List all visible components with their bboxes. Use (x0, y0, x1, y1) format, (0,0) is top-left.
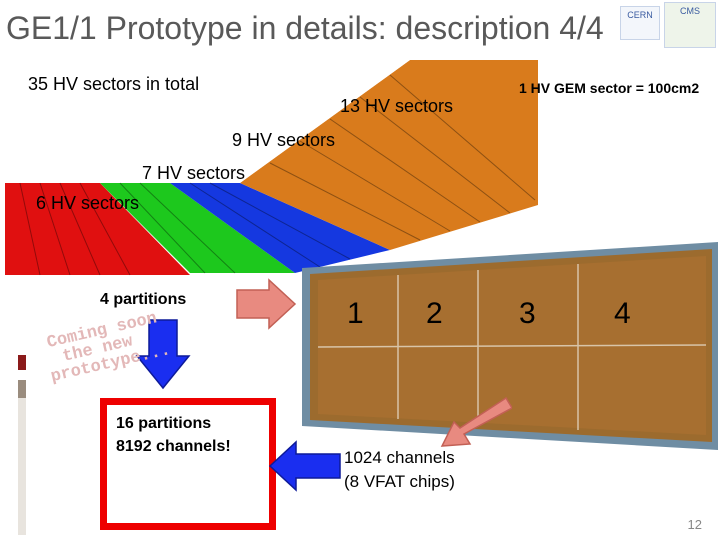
total-hv-label: 35 HV sectors in total (28, 74, 200, 94)
slide-title: GE1/1 Prototype in details: description … (6, 10, 604, 46)
diagonal-arrow-icon (440, 396, 512, 447)
hv-sectors-image (0, 55, 545, 280)
hv-9-label: 9 HV sectors (232, 130, 336, 150)
right-arrow-icon (236, 278, 297, 330)
cms-logo: CMS (664, 2, 716, 48)
red-hv-region (5, 183, 190, 275)
cern-logo: CERN (620, 6, 660, 40)
partition-dividers (317, 264, 707, 430)
vfat-label: (8 VFAT chips) (344, 472, 455, 491)
page-number: 12 (687, 517, 702, 532)
side-color-bar (18, 355, 26, 535)
partition-number-1: 1 (347, 297, 364, 330)
new-partitions-label: 16 partitions (116, 415, 212, 432)
partition-number-4: 4 (614, 297, 631, 330)
green-hv-region (100, 183, 295, 273)
left-arrow-icon (268, 440, 341, 492)
partitions-label: 4 partitions (100, 291, 187, 308)
channels-label: 1024 channels (344, 448, 455, 467)
hv-7-label: 7 HV sectors (142, 163, 246, 183)
orange-hv-region (240, 60, 538, 250)
hv-13-label: 13 HV sectors (340, 96, 454, 116)
blue-hv-region (170, 183, 390, 273)
chamber-readout (302, 242, 718, 450)
hv-6-label: 6 HV sectors (36, 193, 140, 213)
partition-number-2: 2 (426, 297, 443, 330)
cern-logo-text: CERN (627, 10, 653, 20)
gem-sector-label: 1 HV GEM sector = 100cm2 (519, 80, 700, 96)
cms-logo-text: CMS (680, 6, 700, 16)
down-arrow-icon (135, 319, 191, 390)
partition-number-3: 3 (519, 297, 536, 330)
new-channels-label: 8192 channels! (116, 438, 231, 455)
